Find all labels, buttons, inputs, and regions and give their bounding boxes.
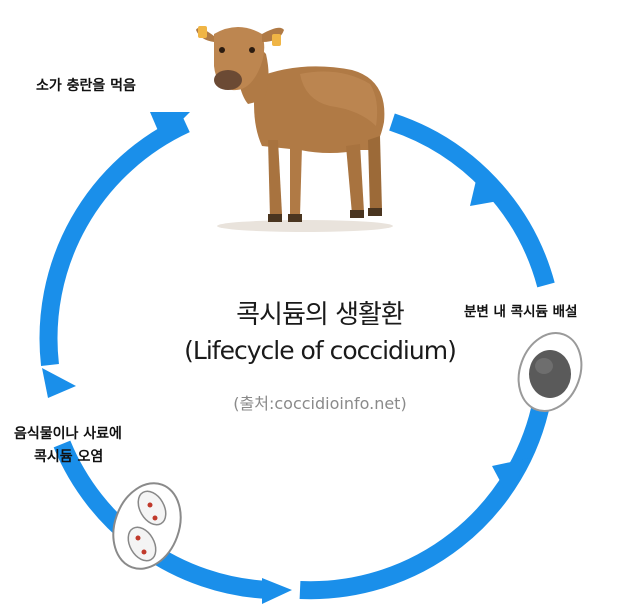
arrow-head-4 [42,368,76,398]
arrow-head-5 [150,112,190,140]
diagram-title: 콕시듐의 생활환 [236,300,405,330]
arrow-heads [42,112,530,604]
oocyst-icon [517,332,583,412]
step-label-contaminate-line1: 음식물이나 사료에 [14,426,122,442]
sporulated-oocyst-icon [112,482,182,570]
arrow-head-3 [262,578,292,604]
step-label-excrete: 분변 내 콕시듐 배설 [464,304,578,320]
step-label-contaminate-line2: 콕시듐 오염 [34,449,104,465]
arrow-top-right [389,113,555,288]
arrow-head-1 [470,172,504,206]
diagram-source: (출처:coccidioinfo.net) [233,394,407,413]
step-label-eat: 소가 충란을 먹음 [36,78,136,94]
calf-image [196,26,393,232]
arrow-top-left [39,115,190,367]
arrow-head-2 [492,458,530,496]
diagram-subtitle: (Lifecycle of coccidium) [184,336,457,365]
arrow-bottom-right [299,398,551,600]
